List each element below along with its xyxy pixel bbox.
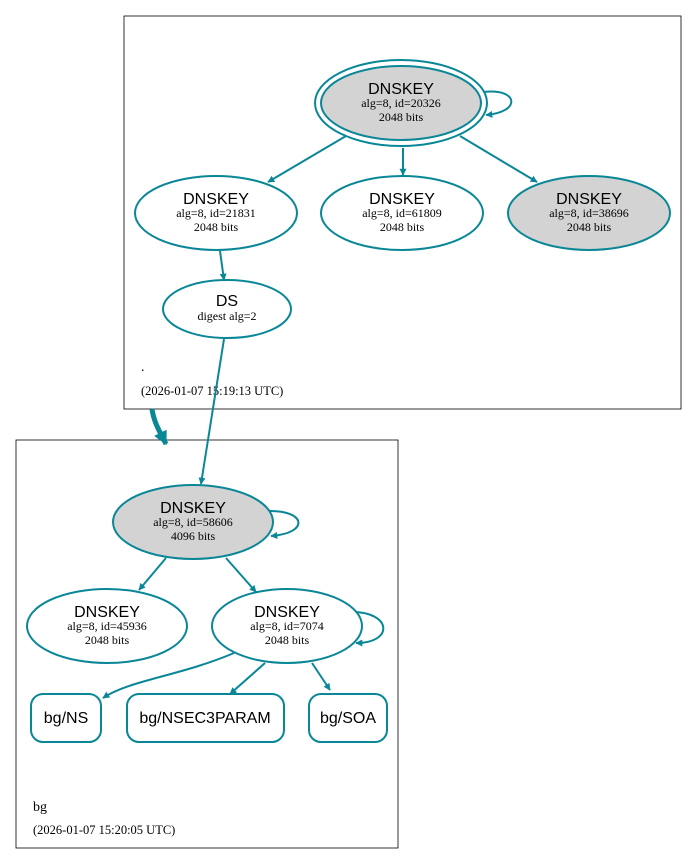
node-bg-zsk1-title: DNSKEY <box>74 604 140 621</box>
node-rr-soa-label: bg/SOA <box>320 710 376 727</box>
node-rr-ns: bg/NS <box>30 693 102 743</box>
edge-ds-to-bg-ksk <box>198 338 225 485</box>
zone-root-name: . <box>141 360 145 375</box>
edge-ksk-self <box>483 90 513 118</box>
node-bg-ksk-line1: alg=8, id=58606 <box>153 515 233 529</box>
edge-bg-zsk2-self <box>351 611 385 647</box>
edge-bg-zsk2-to-soa <box>311 662 331 691</box>
node-root-ksk: DNSKEY alg=8, id=20326 2048 bits <box>314 59 488 147</box>
node-root-zsk-38696: DNSKEY alg=8, id=38696 2048 bits <box>507 175 671 251</box>
node-bg-zsk2-line1: alg=8, id=7074 <box>250 619 324 633</box>
node-root-zsk2-line2: 2048 bits <box>380 220 425 234</box>
node-bg-zsk1-line1: alg=8, id=45936 <box>67 619 147 633</box>
node-bg-ksk: DNSKEY alg=8, id=58606 4096 bits <box>112 484 274 560</box>
node-root-zsk2-title: DNSKEY <box>369 191 435 208</box>
edge-bg-ksk-self <box>267 509 300 540</box>
delegation-arrow <box>149 408 169 446</box>
node-root-zsk3-title: DNSKEY <box>556 191 622 208</box>
node-root-ksk-line2: 2048 bits <box>379 110 424 124</box>
node-root-zsk-21831: DNSKEY alg=8, id=21831 2048 bits <box>134 175 298 251</box>
node-rr-ns-label: bg/NS <box>44 710 88 727</box>
node-rr-nsec3param-label: bg/NSEC3PARAM <box>139 710 270 727</box>
edge-bg-ksk-to-zsk1 <box>138 557 167 591</box>
node-rr-soa: bg/SOA <box>308 693 388 743</box>
edge-bg-ksk-to-zsk2 <box>225 557 257 593</box>
node-bg-zsk-7074: DNSKEY alg=8, id=7074 2048 bits <box>211 588 363 664</box>
zone-root-timestamp: (2026-01-07 15:19:13 UTC) <box>141 384 283 398</box>
node-bg-zsk-45936: DNSKEY alg=8, id=45936 2048 bits <box>26 588 188 664</box>
edge-zsk1-to-ds <box>219 250 227 281</box>
node-ds: DS digest alg=2 <box>162 279 292 339</box>
node-root-ksk-line1: alg=8, id=20326 <box>361 96 441 110</box>
node-rr-nsec3param: bg/NSEC3PARAM <box>126 693 285 743</box>
node-bg-ksk-line2: 4096 bits <box>171 529 216 543</box>
edge-ksk-to-zsk1 <box>267 135 347 183</box>
node-bg-zsk2-line2: 2048 bits <box>265 633 310 647</box>
edge-ksk-to-zsk3 <box>459 135 538 183</box>
node-root-zsk2-line1: alg=8, id=61809 <box>362 206 442 220</box>
node-ds-title: DS <box>216 293 238 310</box>
node-root-zsk3-line1: alg=8, id=38696 <box>549 206 629 220</box>
zone-bg-name: bg <box>33 800 47 815</box>
node-ds-line1: digest alg=2 <box>197 309 256 323</box>
node-bg-ksk-title: DNSKEY <box>160 500 226 517</box>
node-bg-zsk1-line2: 2048 bits <box>85 633 130 647</box>
node-root-ksk-title: DNSKEY <box>368 81 434 98</box>
node-root-zsk-61809: DNSKEY alg=8, id=61809 2048 bits <box>320 175 484 251</box>
node-root-zsk1-line1: alg=8, id=21831 <box>176 206 256 220</box>
node-bg-zsk2-title: DNSKEY <box>254 604 320 621</box>
edge-bg-zsk2-to-ns <box>102 652 235 699</box>
edge-bg-zsk2-to-nsec3param <box>229 662 266 695</box>
zone-bg-timestamp: (2026-01-07 15:20:05 UTC) <box>33 823 175 837</box>
node-root-zsk1-line2: 2048 bits <box>194 220 239 234</box>
node-root-zsk1-title: DNSKEY <box>183 191 249 208</box>
node-root-zsk3-line2: 2048 bits <box>567 220 612 234</box>
